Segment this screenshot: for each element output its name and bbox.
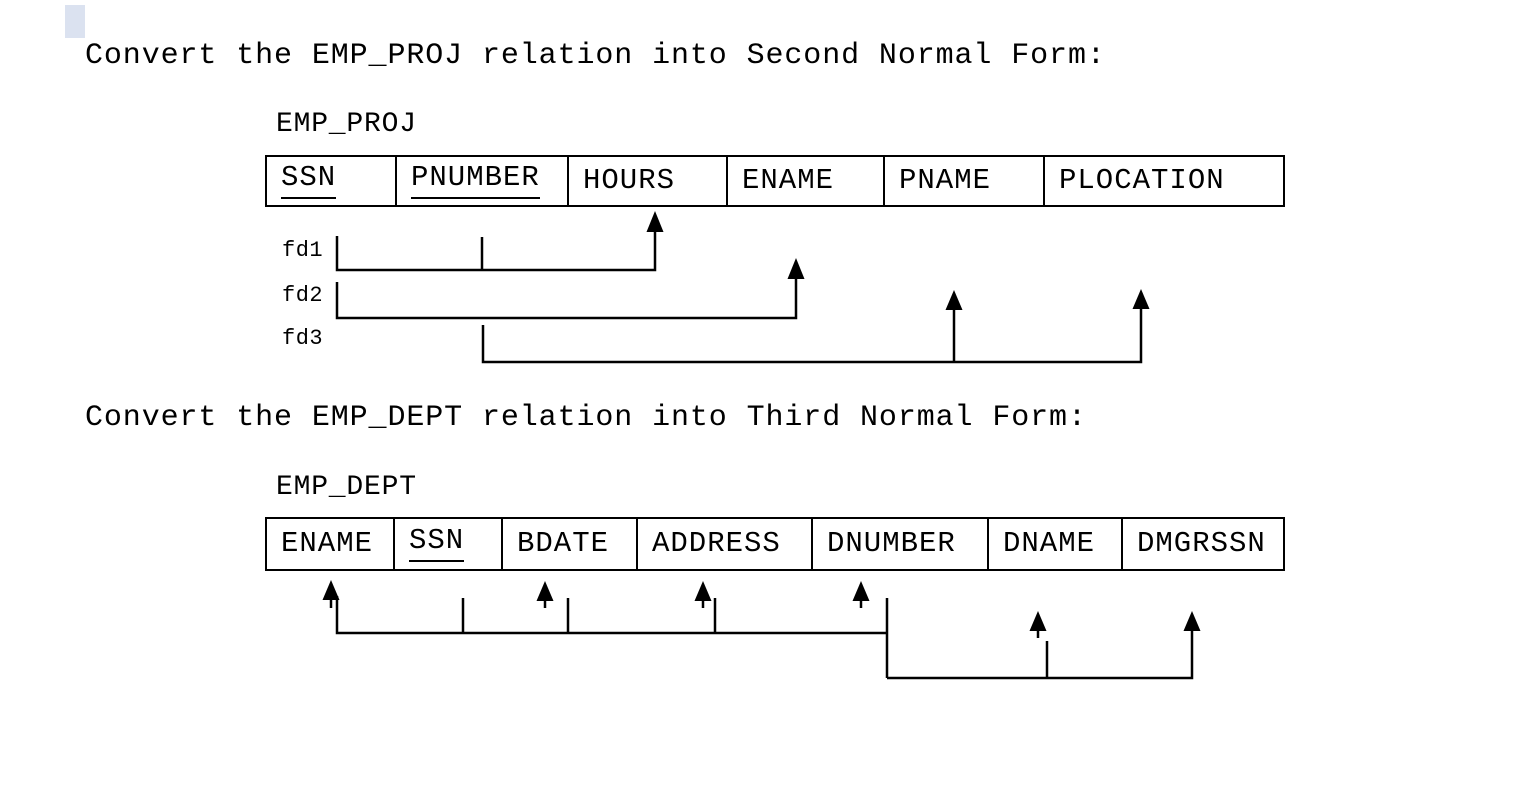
fd1-label: fd1 bbox=[282, 238, 324, 263]
column-header: PNUMBER bbox=[411, 162, 540, 199]
column-header: BDATE bbox=[517, 526, 610, 560]
emp-proj-column-pname: PNAME bbox=[885, 157, 1045, 205]
emp-dept-column-ename: ENAME bbox=[267, 519, 395, 569]
emp-proj-relation-name: EMP_PROJ bbox=[276, 109, 417, 140]
emp-dept-column-address: ADDRESS bbox=[638, 519, 813, 569]
column-header: DNUMBER bbox=[827, 526, 956, 560]
fd2-bracket-arrow bbox=[335, 258, 805, 320]
emp-dept-column-ssn: SSN bbox=[395, 519, 503, 569]
emp-dept-column-dmgrssn: DMGRSSN bbox=[1123, 519, 1283, 569]
column-header: DMGRSSN bbox=[1137, 526, 1266, 560]
emp-dept-fd2-bracket-arrows bbox=[887, 611, 1201, 680]
emp-proj-table: SSN PNUMBER HOURS ENAME PNAME PLOCATION bbox=[265, 155, 1285, 207]
emp-dept-relation-name: EMP_DEPT bbox=[276, 472, 417, 503]
emp-dept-fd1-bracket-arrows bbox=[322, 580, 889, 678]
fd1-bracket-arrow bbox=[335, 211, 664, 272]
corner-highlight-mark bbox=[65, 5, 85, 38]
fd3-label: fd3 bbox=[282, 326, 324, 351]
column-header: ENAME bbox=[281, 526, 374, 560]
task-title-emp-dept: Convert the EMP_DEPT relation into Third… bbox=[85, 401, 1087, 435]
column-header: SSN bbox=[409, 525, 465, 562]
emp-dept-column-dnumber: DNUMBER bbox=[813, 519, 989, 569]
emp-proj-column-plocation: PLOCATION bbox=[1045, 157, 1283, 205]
emp-proj-column-hours: HOURS bbox=[569, 157, 728, 205]
column-header: DNAME bbox=[1003, 526, 1096, 560]
column-header: PLOCATION bbox=[1059, 163, 1225, 197]
task-title-emp-proj: Convert the EMP_PROJ relation into Secon… bbox=[85, 39, 1106, 73]
fd2-label: fd2 bbox=[282, 283, 324, 308]
column-header: PNAME bbox=[899, 163, 992, 197]
emp-proj-column-ename: ENAME bbox=[728, 157, 885, 205]
emp-dept-table: ENAME SSN BDATE ADDRESS DNUMBER DNAME DM… bbox=[265, 517, 1285, 571]
column-header: SSN bbox=[281, 162, 337, 199]
column-header: HOURS bbox=[583, 163, 676, 197]
emp-proj-column-pnumber: PNUMBER bbox=[397, 157, 569, 205]
emp-dept-column-bdate: BDATE bbox=[503, 519, 638, 569]
column-header: ENAME bbox=[742, 163, 835, 197]
emp-dept-column-dname: DNAME bbox=[989, 519, 1123, 569]
emp-proj-column-ssn: SSN bbox=[267, 157, 397, 205]
fd3-bracket-arrows bbox=[481, 289, 1150, 364]
column-header: ADDRESS bbox=[652, 526, 781, 560]
